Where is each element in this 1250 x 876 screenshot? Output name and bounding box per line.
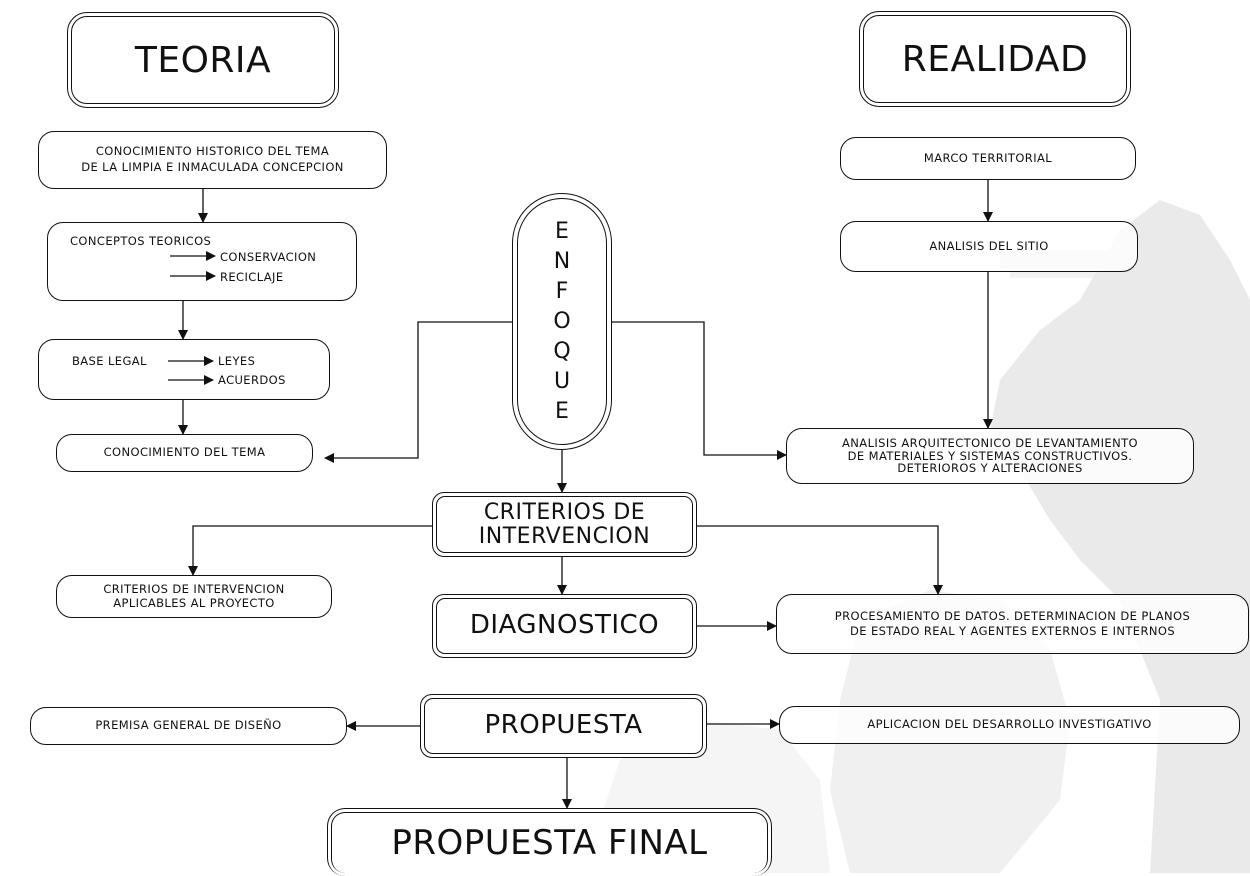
conceptos-teoricos-label: CONCEPTOS TEORICOS — [70, 234, 212, 248]
base-legal-box — [38, 339, 330, 400]
arrow-criterios-to-aplicables — [188, 525, 432, 576]
realidad-title-box: REALIDAD — [859, 11, 1131, 107]
connector-lines — [168, 180, 993, 809]
propuesta-final-box: PROPUESTA FINAL — [327, 808, 772, 876]
conceptos-item-conservacion: CONSERVACION — [220, 250, 317, 264]
conceptos-teoricos-box — [47, 222, 357, 301]
criterios-title-line-1: CRITERIOS DE — [483, 500, 646, 526]
base-legal-label: BASE LEGAL — [72, 354, 147, 368]
conocimiento-historico-line-1: CONOCIMIENTO HISTORICO DEL TEMA — [95, 144, 330, 159]
conocimiento-tema-box: CONOCIMIENTO DEL TEMA — [56, 434, 313, 472]
diagnostico-title-box: DIAGNOSTICO — [432, 594, 697, 658]
teoria-title: TEORIA — [71, 16, 335, 104]
base-legal-item-leyes: LEYES — [218, 354, 256, 368]
criterios-title: CRITERIOS DE INTERVENCION — [436, 496, 693, 553]
enfoque-letter-6: U — [553, 369, 571, 394]
diagnostico-title: DIAGNOSTICO — [436, 598, 693, 654]
procesamiento-line-1: PROCESAMIENTO DE DATOS. DETERMINACION DE… — [834, 609, 1191, 624]
enfoque-inner: E N F O Q U E — [517, 198, 607, 445]
propuesta-title-box: PROPUESTA — [420, 694, 707, 758]
analisis-sitio-box: ANALISIS DEL SITIO — [840, 221, 1138, 272]
enfoque-letter-7: E — [555, 399, 569, 424]
analisis-arquitectonico-box: ANALISIS ARQUITECTONICO DE LEVANTAMIENTO… — [786, 428, 1194, 484]
propuesta-title: PROPUESTA — [424, 698, 703, 754]
building-watermark-image — [600, 200, 1250, 873]
propuesta-final-title: PROPUESTA FINAL — [331, 812, 768, 873]
enfoque-capsule: E N F O Q U E — [512, 193, 612, 450]
marco-territorial-box: MARCO TERRITORIAL — [840, 137, 1136, 180]
aplicacion-text: APLICACION DEL DESARROLLO INVESTIGATIVO — [867, 717, 1152, 732]
criterios-aplicables-box: CRITERIOS DE INTERVENCION APLICABLES AL … — [56, 575, 332, 618]
conocimiento-tema-text: CONOCIMIENTO DEL TEMA — [103, 445, 266, 460]
analisis-arquitectonico-line-2: DE MATERIALES Y SISTEMAS CONSTRUCTIVOS. — [847, 448, 1133, 463]
arrow-enfoque-to-analisis — [612, 321, 787, 460]
base-legal-item-acuerdos: ACUERDOS — [218, 373, 286, 387]
enfoque-letter-4: O — [553, 309, 571, 334]
teoria-title-box: TEORIA — [67, 12, 339, 108]
conocimiento-historico-box: CONOCIMIENTO HISTORICO DEL TEMA DE LA LI… — [38, 131, 387, 189]
criterios-aplicables-line-2: APLICABLES AL PROYECTO — [113, 595, 275, 610]
marco-territorial-text: MARCO TERRITORIAL — [923, 150, 1053, 165]
enfoque-letter-1: E — [555, 219, 569, 244]
enfoque-letter-5: Q — [553, 339, 571, 364]
arrow-enfoque-to-conocimiento — [324, 321, 512, 463]
arrow-criterios-to-procesamiento — [697, 525, 943, 595]
conocimiento-historico-line-2: DE LA LIMPIA E INMACULADA CONCEPCION — [81, 160, 344, 174]
premisa-box: PREMISA GENERAL DE DISEÑO — [30, 707, 347, 745]
procesamiento-line-2: DE ESTADO REAL Y AGENTES EXTERNOS E INTE… — [849, 624, 1176, 638]
criterios-aplicables-line-1: CRITERIOS DE INTERVENCION — [103, 581, 285, 596]
analisis-arquitectonico-line-3: DETERIOROS Y ALTERACIONES — [897, 461, 1083, 476]
realidad-title: REALIDAD — [863, 15, 1127, 103]
premisa-text: PREMISA GENERAL DE DISEÑO — [95, 718, 282, 733]
analisis-sitio-text: ANALISIS DEL SITIO — [929, 238, 1049, 253]
criterios-title-line-2: INTERVENCION — [478, 523, 651, 549]
aplicacion-box: APLICACION DEL DESARROLLO INVESTIGATIVO — [779, 706, 1240, 744]
criterios-title-box: CRITERIOS DE INTERVENCION — [432, 492, 697, 557]
enfoque-letter-3: F — [555, 279, 569, 304]
procesamiento-box: PROCESAMIENTO DE DATOS. DETERMINACION DE… — [776, 594, 1249, 654]
analisis-arquitectonico-line-1: ANALISIS ARQUITECTONICO DE LEVANTAMIENTO — [842, 436, 1138, 451]
enfoque-letter-2: N — [553, 249, 571, 274]
conceptos-item-reciclaje: RECICLAJE — [220, 270, 284, 284]
